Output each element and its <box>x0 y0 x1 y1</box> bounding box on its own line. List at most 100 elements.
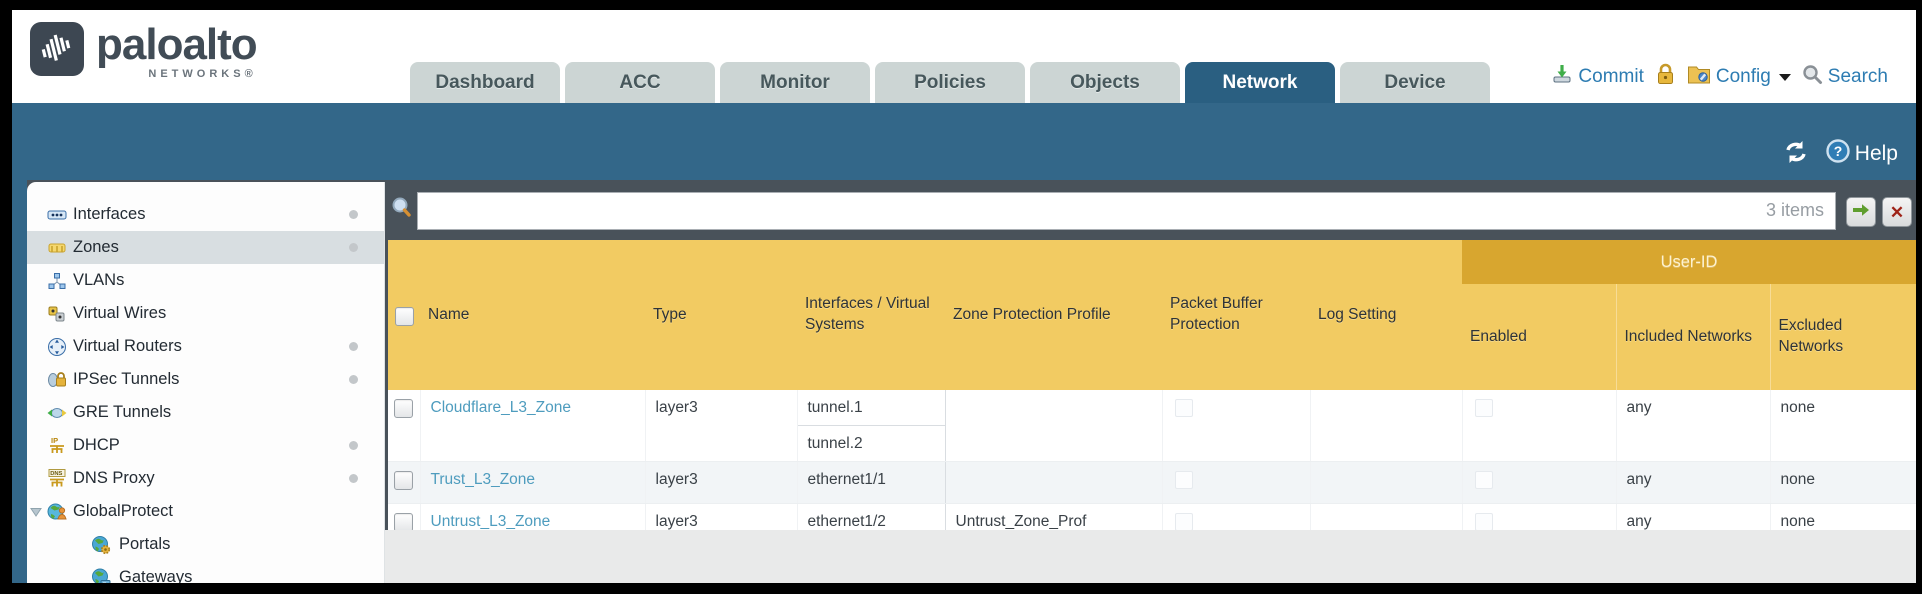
sidebar-item-label: GlobalProtect <box>73 502 173 520</box>
palo-alto-logo-icon <box>30 22 84 76</box>
filter-input[interactable] <box>417 192 1836 230</box>
sidebar-item-label: Virtual Wires <box>73 304 167 322</box>
clear-filter-button[interactable]: ✕ <box>1882 197 1912 227</box>
app-window: paloalto NETWORKS® Dashboard ACC Monitor… <box>12 10 1916 583</box>
tab-dashboard[interactable]: Dashboard <box>410 62 560 103</box>
brand-name: paloalto <box>96 20 258 69</box>
sidebar-item-gateways[interactable]: Gateways <box>27 561 384 583</box>
svg-text:IP: IP <box>51 436 58 445</box>
excluded-networks: none <box>1770 390 1916 462</box>
interfaces-icon <box>47 205 67 225</box>
interface-value: tunnel.2 <box>807 435 863 452</box>
interface-value: ethernet1/2 <box>807 513 886 530</box>
status-dot <box>349 210 358 219</box>
config-icon <box>1687 64 1711 91</box>
caret-down-icon <box>1778 73 1791 81</box>
apply-filter-button[interactable] <box>1846 197 1876 227</box>
sidebar-item-dhcp[interactable]: IP DHCP <box>27 429 384 462</box>
table-row: Trust_L3_Zone layer3 ethernet1/1 any non… <box>388 461 1916 504</box>
enabled-checkbox[interactable] <box>1474 471 1493 489</box>
enabled-checkbox[interactable] <box>1474 399 1493 417</box>
log-setting <box>1310 461 1463 504</box>
select-all-checkbox[interactable] <box>394 306 414 326</box>
zone-protection-profile <box>945 390 1163 462</box>
global-search[interactable]: Search <box>1802 64 1888 91</box>
sidebar-item-portals[interactable]: Portals <box>27 528 384 561</box>
pbp-checkbox[interactable] <box>1174 513 1193 531</box>
sub-header-band: ? Help <box>12 103 1916 180</box>
refresh-icon[interactable] <box>1783 140 1809 169</box>
tab-acc[interactable]: ACC <box>565 62 715 103</box>
svg-text:?: ? <box>1834 143 1843 159</box>
sidebar-item-label: Interfaces <box>73 205 146 223</box>
virtual-routers-icon <box>47 337 67 357</box>
sidebar-item-label: Zones <box>73 238 119 256</box>
sidebar-item-label: GRE Tunnels <box>73 403 172 421</box>
tab-network[interactable]: Network <box>1185 62 1335 103</box>
sidebar-item-zones[interactable]: Zones <box>27 231 384 264</box>
zone-name-link[interactable]: Trust_L3_Zone <box>430 471 536 488</box>
brand-subtitle: NETWORKS® <box>148 68 257 80</box>
tab-objects[interactable]: Objects <box>1030 62 1180 103</box>
sidebar-item-ipsec-tunnels[interactable]: IPSec Tunnels <box>27 363 384 396</box>
zone-protection-profile <box>945 461 1163 504</box>
select-all-header <box>388 240 420 390</box>
zone-name-link[interactable]: Cloudflare_L3_Zone <box>430 399 571 416</box>
column-header-type[interactable]: Type <box>645 240 797 390</box>
zones-table: Name Type Interfaces / Virtual Systems Z… <box>388 240 1916 546</box>
lock-icon[interactable] <box>1655 63 1676 91</box>
enabled-checkbox[interactable] <box>1474 513 1493 531</box>
items-count: 3 items <box>1765 200 1824 220</box>
status-dot <box>349 243 358 252</box>
row-checkbox[interactable] <box>394 471 414 490</box>
sidebar-item-label: Portals <box>119 535 171 553</box>
column-header-name[interactable]: Name <box>420 240 645 390</box>
column-header-log-setting[interactable]: Log Setting <box>1310 240 1462 390</box>
tab-policies[interactable]: Policies <box>875 62 1025 103</box>
commit-button[interactable]: Commit <box>1551 63 1644 91</box>
main-nav-tabs: Dashboard ACC Monitor Policies Objects N… <box>410 62 1490 103</box>
sidebar-item-interfaces[interactable]: Interfaces <box>27 198 384 231</box>
help-button[interactable]: ? Help <box>1825 138 1898 170</box>
search-icon <box>1802 64 1823 91</box>
arrow-right-icon <box>1852 203 1870 222</box>
zones-main-panel: 3 items ✕ <box>385 180 1916 583</box>
config-menu[interactable]: Config <box>1687 64 1791 91</box>
sidebar-item-label: DNS Proxy <box>73 469 155 487</box>
svg-text:DNS: DNS <box>50 471 62 477</box>
sidebar-item-dns-proxy[interactable]: DNS DNS Proxy <box>27 462 384 495</box>
pbp-checkbox[interactable] <box>1174 399 1193 417</box>
sidebar-item-globalprotect[interactable]: GlobalProtect <box>27 495 384 528</box>
sidebar-item-label: Gateways <box>119 568 193 583</box>
sidebar-item-virtual-wires[interactable]: Virtual Wires <box>27 297 384 330</box>
column-header-zone-protection-profile[interactable]: Zone Protection Profile <box>945 240 1162 390</box>
commit-icon <box>1551 63 1573 91</box>
zones-icon <box>47 238 67 258</box>
sidebar-item-label: DHCP <box>73 436 120 454</box>
top-bar: paloalto NETWORKS® Dashboard ACC Monitor… <box>12 10 1916 103</box>
virtual-wires-icon <box>47 304 67 324</box>
filter-bar: 3 items ✕ <box>385 180 1916 240</box>
sidebar-item-vlans[interactable]: VLANs <box>27 264 384 297</box>
interface-value: ethernet1/1 <box>807 471 886 488</box>
included-networks: any <box>1616 390 1771 462</box>
column-header-excluded-networks[interactable]: Excluded Networks <box>1770 284 1916 390</box>
help-icon: ? <box>1825 138 1851 170</box>
row-checkbox[interactable] <box>394 399 414 418</box>
sidebar-item-virtual-routers[interactable]: Virtual Routers <box>27 330 384 363</box>
excluded-networks: none <box>1770 461 1916 504</box>
zone-name-link[interactable]: Untrust_L3_Zone <box>430 513 551 530</box>
column-header-enabled[interactable]: Enabled <box>1462 284 1617 390</box>
tab-device[interactable]: Device <box>1340 62 1490 103</box>
column-header-packet-buffer-protection[interactable]: Packet Buffer Protection <box>1162 240 1310 390</box>
expand-caret-icon[interactable] <box>29 505 43 519</box>
column-header-interfaces[interactable]: Interfaces / Virtual Systems <box>797 240 945 390</box>
sidebar-item-gre-tunnels[interactable]: GRE Tunnels <box>27 396 384 429</box>
tab-monitor[interactable]: Monitor <box>720 62 870 103</box>
user-id-group-header: User-ID <box>1462 240 1916 284</box>
column-header-included-networks[interactable]: Included Networks <box>1616 284 1771 390</box>
network-sidebar: Interfaces Zones VLANs Vir <box>27 182 385 583</box>
vlans-icon <box>47 271 67 291</box>
sidebar-item-label: IPSec Tunnels <box>73 370 180 388</box>
pbp-checkbox[interactable] <box>1174 471 1193 489</box>
